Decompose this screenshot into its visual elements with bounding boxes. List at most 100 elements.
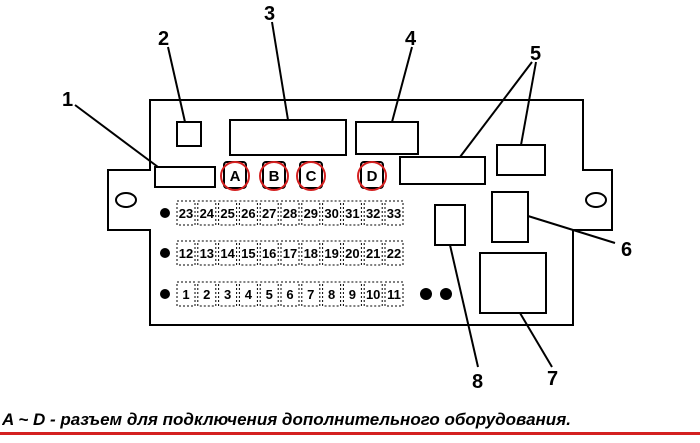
leader-line-2: [167, 46, 186, 123]
fuse-number: 17: [283, 246, 297, 261]
leader-line-5a: [459, 61, 533, 158]
callout-2: 2: [158, 28, 169, 50]
fuse-slot: [238, 281, 258, 307]
leader-line-5b: [520, 61, 537, 146]
fuse-slot: [363, 200, 383, 226]
relay-2: [176, 121, 202, 147]
fuse-number: 7: [307, 287, 314, 302]
fuse-slot: [342, 200, 362, 226]
connector-highlight-b: [259, 161, 289, 191]
leader-line-7: [519, 312, 553, 368]
connector-label-c: C: [306, 168, 317, 185]
callout-4: 4: [405, 28, 417, 50]
fuse-number: 22: [387, 246, 401, 261]
fuse-slot: [197, 200, 217, 226]
fuse-slot: [363, 281, 383, 307]
fuse-slot: [238, 240, 258, 266]
fuse-number: 2: [203, 287, 210, 302]
leader-line-1: [74, 104, 159, 168]
fuse-number: 9: [349, 287, 356, 302]
fuse-number: 33: [387, 206, 401, 221]
fuse-number: 32: [366, 206, 380, 221]
empty-slot-dot: [440, 288, 452, 300]
fuse-slot: [259, 240, 279, 266]
caption-underline: [0, 432, 700, 435]
fuse-slot: [384, 281, 404, 307]
fuse-number: 3: [224, 287, 231, 302]
fuse-number: 25: [220, 206, 234, 221]
fuse-slot: [384, 200, 404, 226]
fuse-number: 11: [387, 287, 401, 302]
relay-7: [479, 252, 547, 314]
fuse-number: 29: [304, 206, 318, 221]
fuse-number: 5: [266, 287, 273, 302]
fuse-number: 4: [245, 287, 253, 302]
fuse-slot: [342, 281, 362, 307]
fuse-number: 14: [220, 246, 235, 261]
fuse-number: 6: [286, 287, 293, 302]
fuse-slot: [197, 240, 217, 266]
callout-1: 1: [62, 89, 73, 111]
fuse-number: 13: [200, 246, 214, 261]
mounting-hole-left: [115, 192, 137, 208]
empty-slot-dot: [160, 208, 170, 218]
fuse-number: 8: [328, 287, 335, 302]
fuse-number: 16: [262, 246, 276, 261]
fuse-slot: [301, 200, 321, 226]
connector-highlight-a: [220, 161, 250, 191]
fuse-slot: [301, 240, 321, 266]
relay-6: [491, 191, 529, 243]
connector-block-5b: [399, 156, 486, 185]
fuse-slot: [280, 240, 300, 266]
fuse-number: 19: [324, 246, 338, 261]
fuse-number: 10: [366, 287, 380, 302]
fuse-slot: [197, 281, 217, 307]
callout-3: 3: [264, 3, 275, 25]
connector-label-a: A: [230, 168, 241, 185]
fuse-number: 24: [200, 206, 215, 221]
fuse-slot: [176, 281, 196, 307]
mounting-hole-right: [585, 192, 607, 208]
connector-highlight-d: [357, 161, 387, 191]
caption: A ~ D - разъем для подключения дополните…: [2, 410, 571, 429]
fuse-box-outline: [107, 99, 613, 326]
fuse-number: 30: [324, 206, 338, 221]
fuse-number: 1: [182, 287, 189, 302]
fuse-number: 15: [241, 246, 255, 261]
leader-line-3: [271, 21, 289, 121]
callout-8: 8: [472, 371, 483, 393]
fuse-slot: [384, 240, 404, 266]
leader-line-8: [449, 244, 479, 368]
relay-8: [434, 204, 466, 246]
empty-slot-dot: [420, 288, 432, 300]
fuse-slot: [322, 240, 342, 266]
fuse-slot: [218, 281, 238, 307]
fuse-number: 23: [179, 206, 193, 221]
connector-label-b: B: [269, 168, 280, 185]
callout-5: 5: [530, 43, 541, 65]
empty-slot-dot: [160, 248, 170, 258]
leader-line-4: [391, 46, 413, 123]
leader-line-6: [527, 215, 616, 244]
fuse-slot: [176, 240, 196, 266]
fuse-slot: [322, 200, 342, 226]
fuse-slot: [238, 200, 258, 226]
fuse-number: 20: [345, 246, 359, 261]
fuse-slot: [322, 281, 342, 307]
connector-block-4: [355, 121, 419, 155]
callout-7: 7: [547, 368, 558, 390]
connector-block-3: [229, 119, 347, 156]
fuse-slot: [363, 240, 383, 266]
fuse-slot: [218, 200, 238, 226]
fuse-slot: [176, 200, 196, 226]
fuse-number: 28: [283, 206, 297, 221]
connector-label-d: D: [367, 168, 378, 185]
callout-6: 6: [621, 239, 632, 261]
fuse-number: 31: [345, 206, 359, 221]
fuse-slot: [342, 240, 362, 266]
connector-block-1: [154, 166, 216, 188]
fuse-slot: [280, 200, 300, 226]
fuse-number: 21: [366, 246, 380, 261]
connector-group: A B C D: [220, 161, 387, 191]
